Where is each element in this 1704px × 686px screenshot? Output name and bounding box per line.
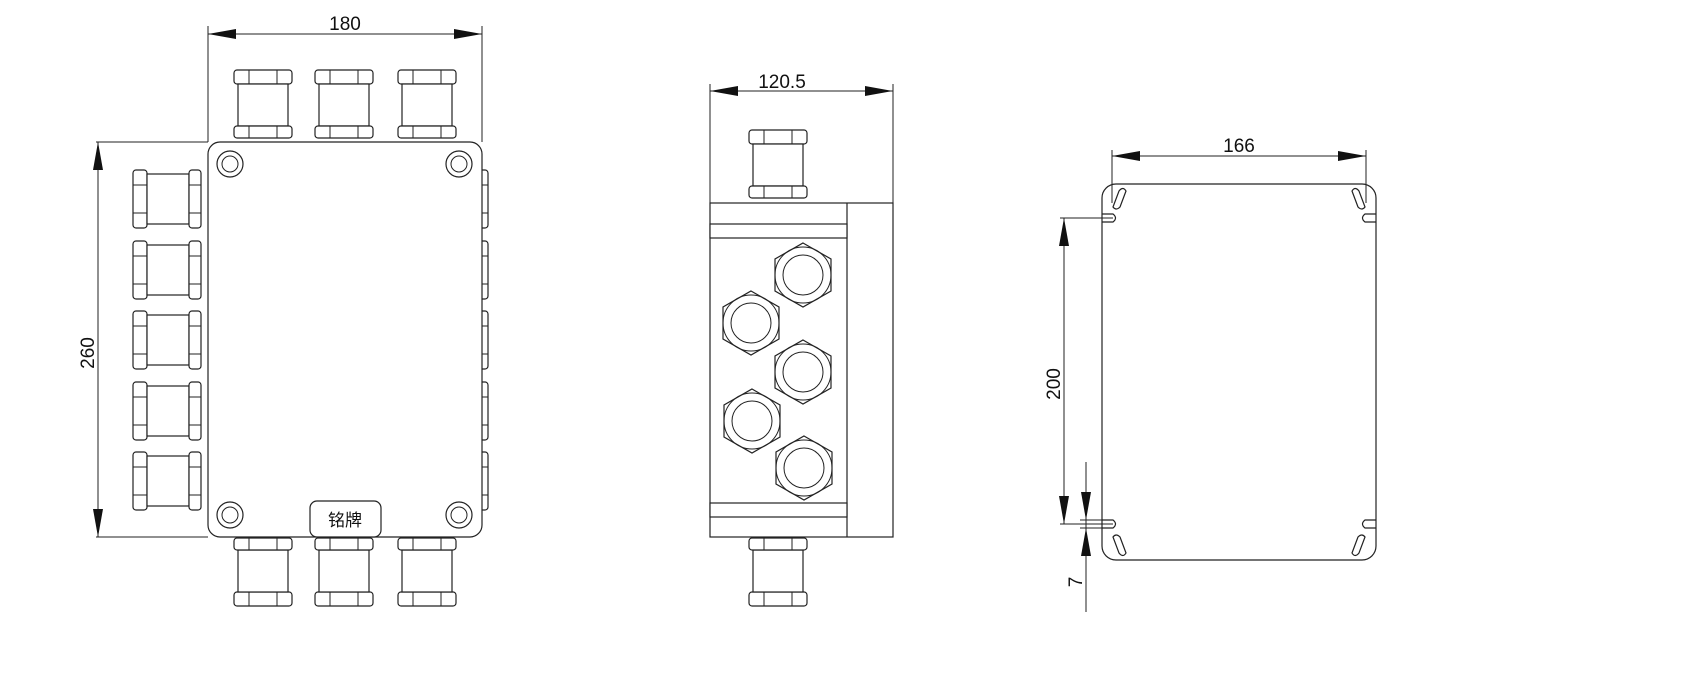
side-gland-top <box>748 129 808 199</box>
corner-screw-top-right <box>445 150 473 178</box>
corner-screw-bottom-right <box>445 501 473 529</box>
mounting-plate-outline <box>1101 183 1377 561</box>
cable-gland-left-column <box>132 169 202 511</box>
dimension-depth-120-5: 120.5 <box>709 72 894 203</box>
dimension-depth-label: 120.5 <box>758 72 806 93</box>
mounting-slots <box>1102 187 1376 557</box>
dimension-mount-width-label: 166 <box>1223 136 1255 157</box>
dimension-slot-7: 7 <box>1066 462 1113 612</box>
nameplate: 铭牌 <box>309 500 382 538</box>
dimension-height-label: 260 <box>78 337 99 369</box>
corner-screw-top-left <box>216 150 244 178</box>
dimension-mount-height-200: 200 <box>1044 217 1113 525</box>
dimension-mount-height-label: 200 <box>1044 368 1065 400</box>
dimension-slot-label: 7 <box>1066 577 1087 588</box>
side-view: 120.5 <box>709 72 894 607</box>
cable-gland-bottom-row <box>233 537 457 607</box>
enclosure-front-body <box>207 141 483 538</box>
dimension-mount-width-166: 166 <box>1111 136 1367 203</box>
dimension-width-180: 180 <box>207 14 483 142</box>
corner-screw-bottom-left <box>216 501 244 529</box>
cable-gland-top-row <box>233 69 457 139</box>
side-gland-bottom <box>748 537 808 607</box>
mounting-view: 166 200 7 <box>1044 136 1377 612</box>
dimension-height-260: 260 <box>78 141 208 538</box>
nameplate-label: 铭牌 <box>328 511 362 531</box>
front-view: 铭牌 180 260 <box>78 14 489 607</box>
dimension-width-label: 180 <box>329 14 361 35</box>
